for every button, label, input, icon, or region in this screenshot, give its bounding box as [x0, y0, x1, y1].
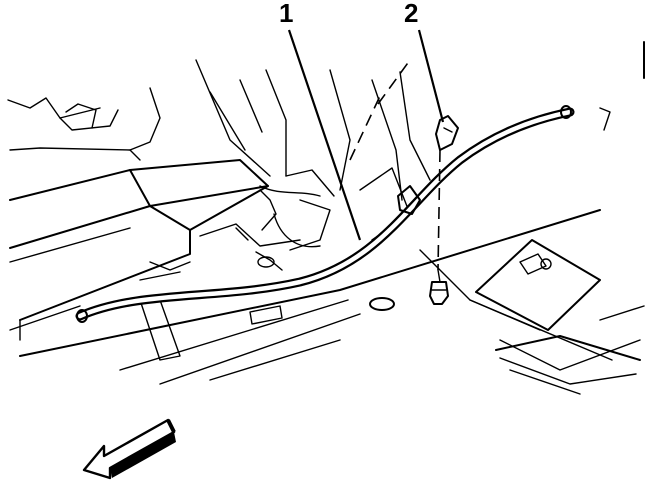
- floor-pan: [19, 209, 645, 395]
- parking-brake-cable: [75, 105, 575, 323]
- callout-2: 2: [404, 0, 445, 123]
- callout-1-label: 1: [279, 0, 293, 28]
- floor-plate: [475, 239, 601, 331]
- callout-1: 1: [279, 0, 362, 241]
- callout-2-label: 2: [404, 0, 418, 28]
- side-rail: [495, 107, 641, 385]
- seat-base-structure: [7, 87, 269, 341]
- floor-tunnel-structure: [139, 59, 431, 281]
- cable-clip-icon: [397, 115, 459, 215]
- front-arrow-icon: [82, 418, 176, 480]
- bolt-icon: [429, 149, 449, 305]
